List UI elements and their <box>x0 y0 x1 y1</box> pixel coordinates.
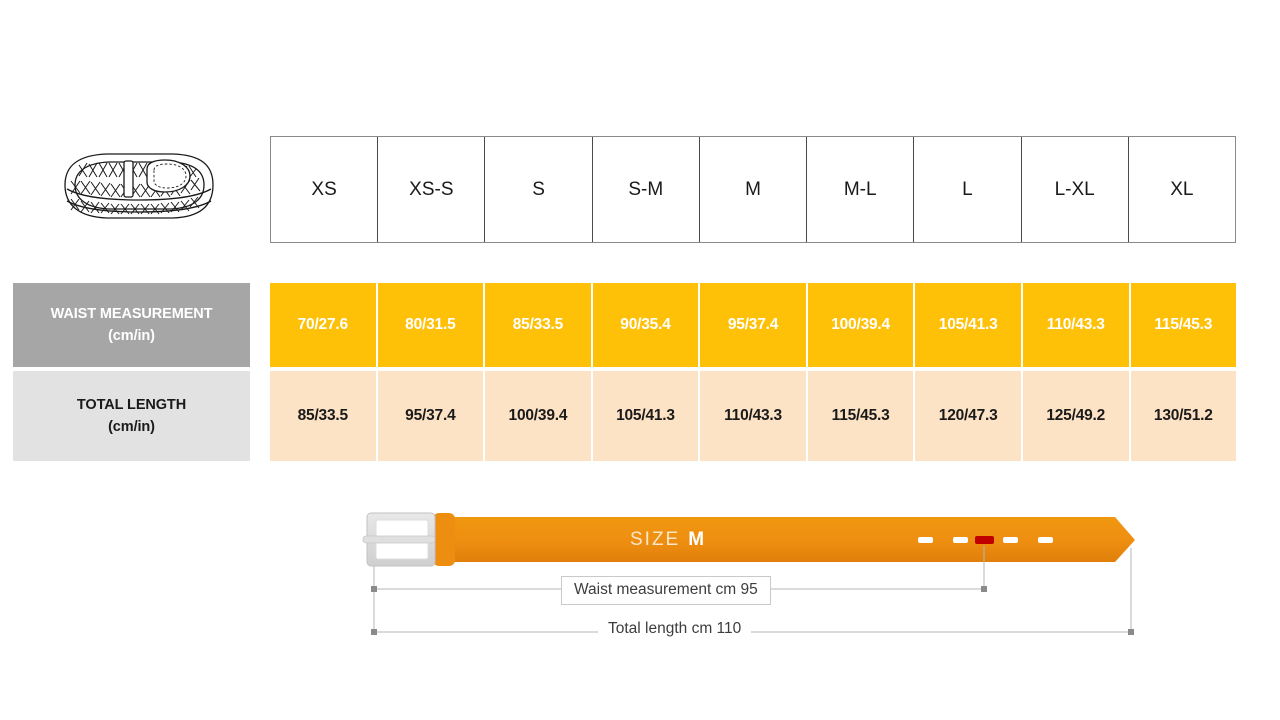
belt-hole <box>953 537 968 543</box>
length-value-cell: 125/49.2 <box>1022 371 1131 461</box>
waist-value-cell: 95/37.4 <box>700 283 808 367</box>
total-length-dimension-line <box>371 629 1134 635</box>
total-length-label: TOTAL LENGTH (cm/in) <box>13 371 250 461</box>
belt-strap <box>430 517 1135 562</box>
waist-measurement-row: WAIST MEASUREMENT (cm/in) 70/27.6 80/31.… <box>13 283 1237 367</box>
total-length-dimension-label: Total length cm 110 <box>598 618 752 640</box>
size-header-cell: S <box>485 137 593 242</box>
belt-measurement-diagram <box>355 500 1155 660</box>
waist-dimension-label: Waist measurement cm 95 <box>561 576 771 605</box>
length-value-cell: 85/33.5 <box>270 371 378 461</box>
size-header-cell: XS-S <box>378 137 486 242</box>
length-value-cell: 105/41.3 <box>592 371 701 461</box>
length-value-cell: 115/45.3 <box>807 371 916 461</box>
waist-value-cells: 70/27.6 80/31.5 85/33.5 90/35.4 95/37.4 … <box>270 283 1237 367</box>
size-header-cell: M <box>700 137 808 242</box>
total-length-value-cells: 85/33.5 95/37.4 100/39.4 105/41.3 110/43… <box>270 371 1237 461</box>
waist-measurement-label: WAIST MEASUREMENT (cm/in) <box>13 283 250 367</box>
waist-value-cell: 90/35.4 <box>592 283 701 367</box>
waist-value-cell: 85/33.5 <box>485 283 593 367</box>
length-label-line2: (cm/in) <box>108 419 155 435</box>
woven-belt-icon <box>64 153 214 219</box>
waist-value-cell: 115/45.3 <box>1130 283 1237 367</box>
waist-value-cell: 110/43.3 <box>1022 283 1131 367</box>
total-length-row: TOTAL LENGTH (cm/in) 85/33.5 95/37.4 100… <box>13 371 1237 461</box>
waist-value-cell: 100/39.4 <box>807 283 916 367</box>
belt-hole <box>1038 537 1053 543</box>
size-header-cell: M-L <box>807 137 915 242</box>
length-label-line1: TOTAL LENGTH <box>76 396 187 413</box>
length-value-cell: 110/43.3 <box>700 371 808 461</box>
length-value-cell: 120/47.3 <box>915 371 1023 461</box>
size-header-cell: XL <box>1170 178 1194 200</box>
length-value-cell: 130/51.2 <box>1130 371 1237 461</box>
size-header-cell: L <box>914 137 1022 242</box>
dimension-extension-lines <box>373 546 1132 635</box>
waist-value-cell: 70/27.6 <box>270 283 378 367</box>
belt-hole-highlighted <box>975 536 994 544</box>
product-illustration <box>55 143 220 243</box>
belt-diagram-svg <box>362 512 1135 635</box>
belt-hole <box>1003 537 1018 543</box>
belt-keeper-loop <box>433 513 455 566</box>
belt-buckle-prong-bar <box>362 535 436 544</box>
size-header-cell: S-M <box>593 137 700 242</box>
size-header-cell: XS <box>271 137 379 242</box>
size-header-cell: L-XL <box>1022 137 1129 242</box>
belt-hole <box>918 537 933 543</box>
waist-value-cell: 105/41.3 <box>915 283 1023 367</box>
length-value-cell: 95/37.4 <box>377 371 486 461</box>
waist-value-cell: 80/31.5 <box>377 283 486 367</box>
waist-label-line2: (cm/in) <box>108 328 155 344</box>
length-value-cell: 100/39.4 <box>485 371 593 461</box>
waist-label-line1: WAIST MEASUREMENT <box>50 305 213 322</box>
size-header-table: XS XS-S S S-M M M-L L L-XL XL <box>270 136 1236 243</box>
